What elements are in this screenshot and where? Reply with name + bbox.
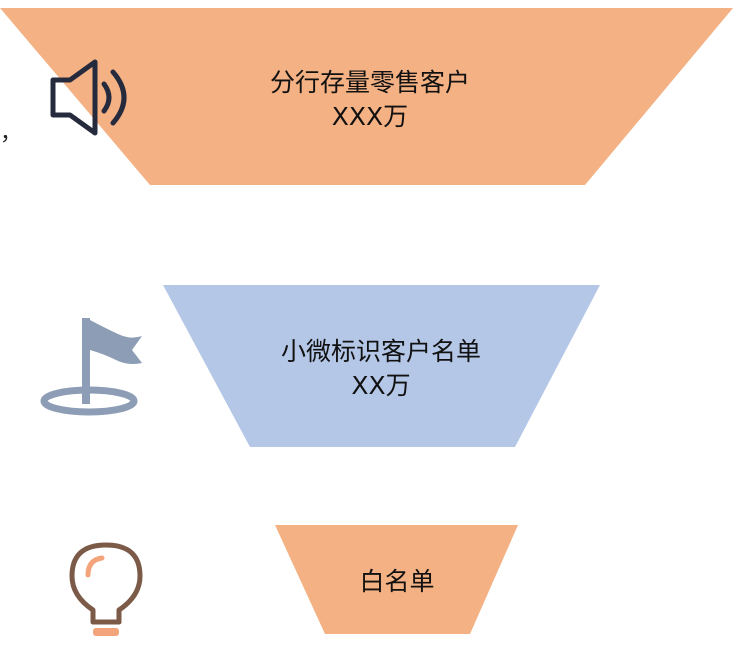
funnel-stage-3-title: 白名单 xyxy=(359,567,434,596)
funnel-stage-1: 分行存量零售客户 XXX万 xyxy=(0,8,733,185)
flag-icon xyxy=(40,318,142,416)
funnel-stage-2-shape xyxy=(163,285,600,447)
funnel-stage-2: 小微标识客户名单 XX万 xyxy=(163,285,600,447)
stray-comma: ， xyxy=(0,121,22,146)
funnel-stage-1-value: XXX万 xyxy=(332,102,408,131)
funnel-stage-1-shape xyxy=(0,8,733,185)
funnel-stage-2-title: 小微标识客户名单 xyxy=(281,337,481,366)
funnel-stage-2-value: XX万 xyxy=(351,371,410,400)
speaker-icon xyxy=(50,59,127,136)
funnel-stage-1-title: 分行存量零售客户 xyxy=(270,68,470,97)
funnel-stage-3: 白名单 xyxy=(275,525,518,634)
funnel-stage-3-shape xyxy=(275,525,518,634)
lightbulb-icon xyxy=(69,542,143,636)
